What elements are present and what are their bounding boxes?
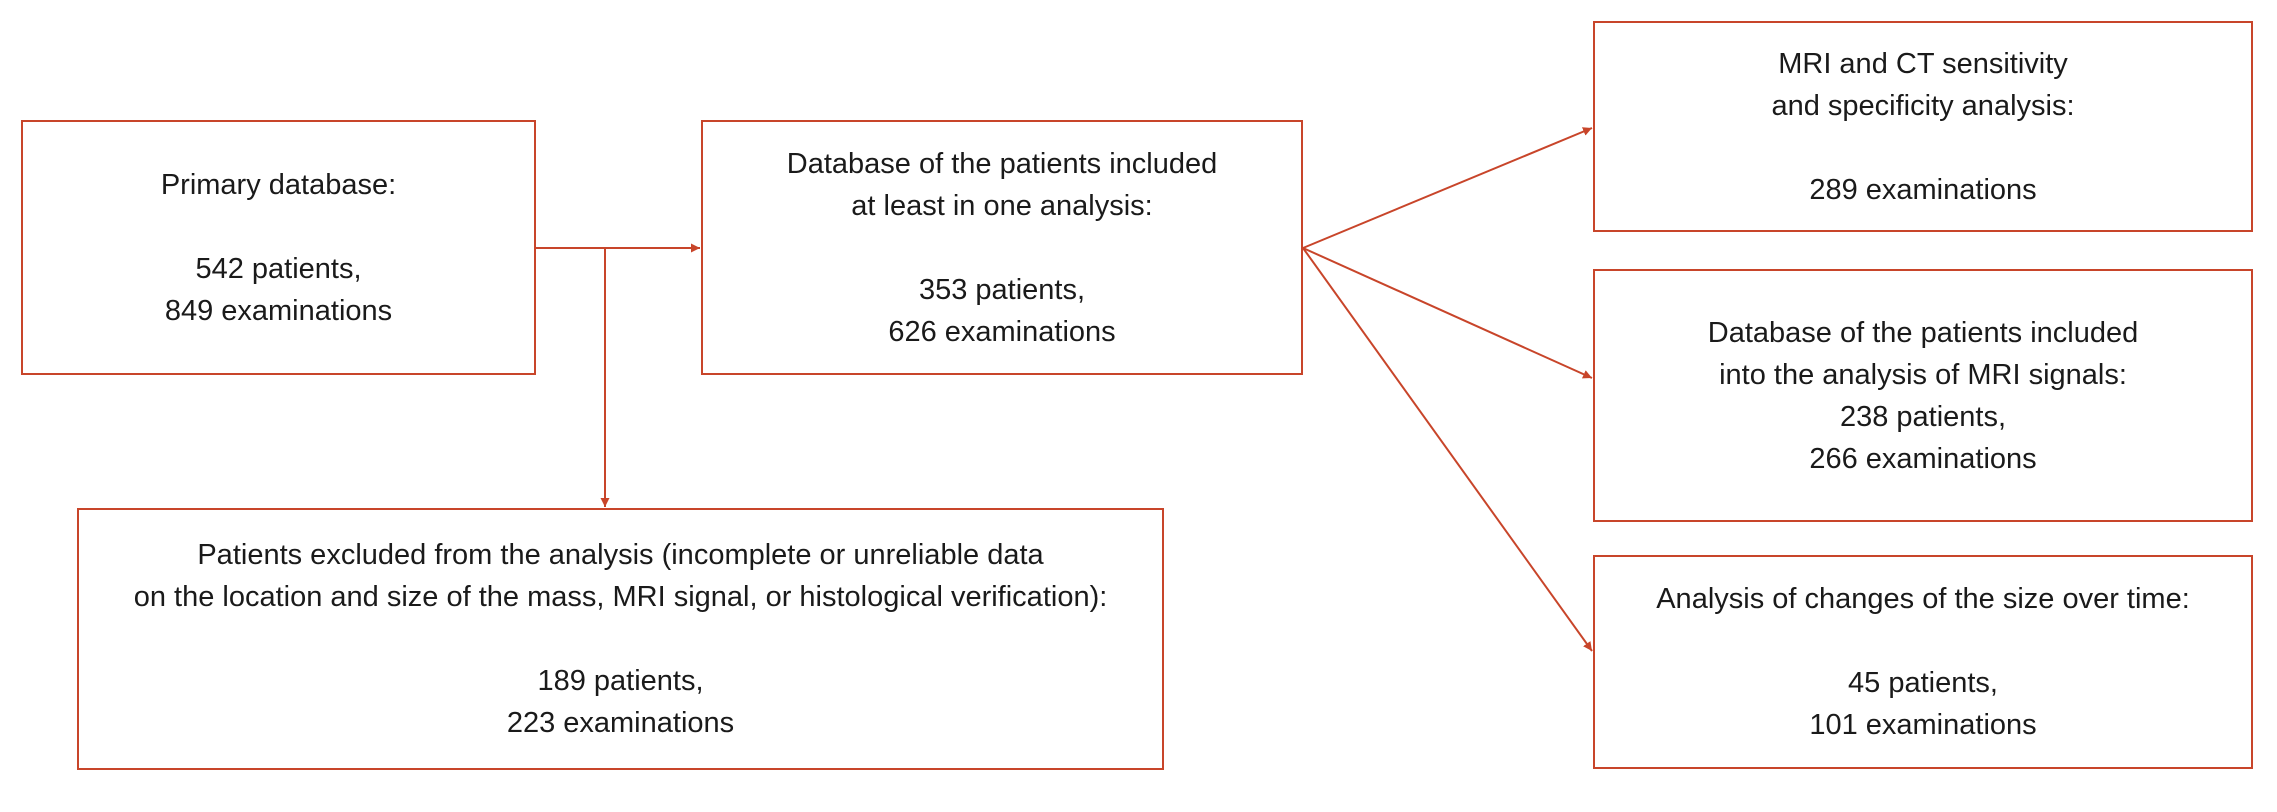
mri-signals-box: Database of the patients included into t… xyxy=(1593,269,2253,522)
box-text-line: Primary database: xyxy=(160,168,397,201)
box-text-line: 266 examinations xyxy=(1809,442,2037,475)
box-text-line: 189 patients, xyxy=(537,665,704,697)
primary-database-box: Primary database: 542 patients, 849 exam… xyxy=(21,120,536,375)
size-change-box: Analysis of changes of the size over tim… xyxy=(1593,555,2253,769)
mri-ct-analysis-box: MRI and CT sensitivity and specificity a… xyxy=(1593,21,2253,232)
box-text-line: on the location and size of the mass, MR… xyxy=(133,581,1108,613)
included-database-box: Database of the patients included at lea… xyxy=(701,120,1303,375)
box-text-line: MRI and CT sensitivity xyxy=(1778,47,2068,80)
box-text-line: 849 examinations xyxy=(164,294,393,327)
box-text-line: 238 patients, xyxy=(1839,400,2007,433)
box-text-line: Analysis of changes of the size over tim… xyxy=(1656,583,2190,615)
box-text-line: 289 examinations xyxy=(1809,173,2037,206)
box-text-line: into the analysis of MRI signals: xyxy=(1719,358,2127,391)
arrow-included-to-signals xyxy=(1302,247,1593,379)
box-text-line: at least in one analysis: xyxy=(851,189,1153,222)
box-text-line: Patients excluded from the analysis (inc… xyxy=(197,539,1044,571)
arrow-included-to-mri-ct xyxy=(1302,127,1593,249)
box-text-line: Database of the patients included xyxy=(786,147,1218,180)
box-text-line: 223 examinations xyxy=(506,707,735,739)
box-text-line: 542 patients, xyxy=(195,252,362,285)
box-text-line: 45 patients, xyxy=(1848,667,1998,699)
excluded-patients-box: Patients excluded from the analysis (inc… xyxy=(77,508,1164,770)
arrow-included-to-size xyxy=(1302,247,1593,652)
box-text-line: 101 examinations xyxy=(1809,709,2037,741)
box-text-line: 353 patients, xyxy=(918,273,1086,306)
box-text-line: Database of the patients included xyxy=(1707,316,2139,349)
box-text-line: and specificity analysis: xyxy=(1771,89,2075,122)
box-text-line: 626 examinations xyxy=(888,315,1116,348)
